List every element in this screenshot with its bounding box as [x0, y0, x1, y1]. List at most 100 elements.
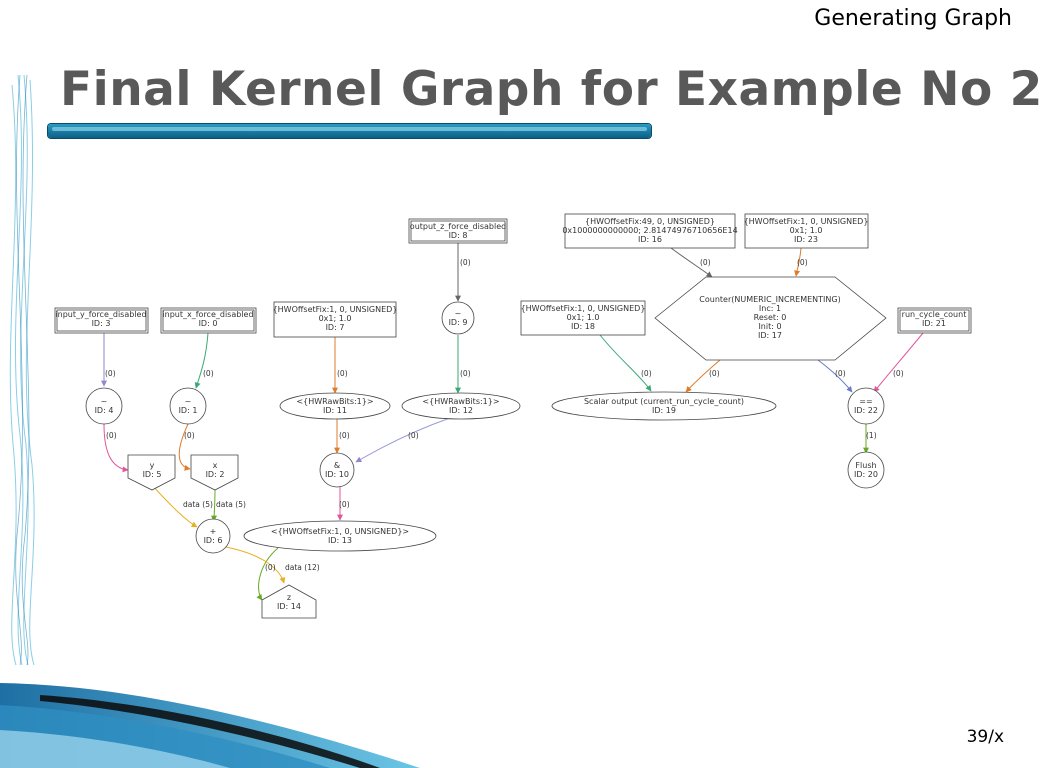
edge-17-22 [817, 359, 853, 393]
node-19-id: ID: 19 [652, 406, 676, 415]
node-16-type: {HWOffsetFix:49, 0, UNSIGNED} [585, 217, 715, 226]
edge-2-6 [211, 487, 218, 522]
node-4-id: ID: 4 [95, 406, 114, 415]
page-number: 39/x [966, 727, 1004, 747]
node-20 [847, 451, 885, 489]
edge-label-9-12: (0) [460, 369, 471, 378]
node-17-label: Counter(NUMERIC_INCREMENTING) [699, 295, 840, 304]
node-20-label: Flush [855, 461, 876, 470]
edge-5-6 [151, 484, 198, 528]
node-18 [520, 300, 646, 336]
node-22 [847, 387, 885, 425]
node-18-type: {HWOffsetFix:1, 0, UNSIGNED} [521, 304, 646, 313]
edge-label-13-14: (0) [265, 563, 276, 572]
edge-6-14 [225, 546, 286, 584]
node-2-id: ID: 2 [206, 470, 225, 479]
node-22-op: == [859, 397, 872, 406]
edge-1-2 [178, 423, 191, 471]
node-4 [85, 387, 123, 425]
edge-13-14 [256, 547, 279, 601]
node-7-id: ID: 7 [326, 323, 345, 332]
edge-17-19 [685, 359, 721, 393]
edge-label-17-19: (0) [709, 369, 720, 378]
node-18-value: 0x1; 1.0 [567, 313, 600, 322]
node-11 [279, 392, 391, 420]
node-17-reset: Reset: 0 [754, 313, 787, 322]
node-7 [273, 301, 397, 338]
node-2 [190, 454, 239, 491]
edge-16-17 [670, 247, 713, 278]
section-label: Generating Graph [814, 6, 1012, 31]
node-3-label: input_y_force_disabled [55, 310, 146, 319]
node-5 [127, 454, 176, 491]
node-4-op: ~ [101, 397, 108, 406]
node-9-op: ~ [455, 309, 462, 318]
edge-label-16-17: (0) [700, 258, 711, 267]
edge-label-7-11: (0) [337, 369, 348, 378]
node-23 [744, 213, 869, 249]
node-18-id: ID: 18 [571, 322, 595, 331]
slide-title: Final Kernel Graph for Example No 2 [60, 62, 1043, 117]
node-8-label: output_z_force_disabled [410, 222, 506, 231]
node-19-label: Scalar output (current_run_cycle_count) [584, 397, 744, 406]
node-13-id: ID: 13 [328, 536, 352, 545]
node-17-init: Init: 0 [758, 322, 781, 331]
node-9 [441, 301, 475, 335]
bottom-decoration-swoosh [0, 683, 420, 768]
node-0 [160, 307, 257, 334]
edge-0-1 [194, 332, 209, 389]
edge-4-5 [103, 423, 129, 473]
node-6-id: ID: 6 [204, 536, 223, 545]
node-9-id: ID: 9 [449, 318, 468, 327]
edge-label-8-9: (0) [460, 258, 471, 267]
edge-label-0-1: (0) [203, 369, 214, 378]
node-1-op: ~ [185, 397, 192, 406]
node-23-type: {HWOffsetFix:1, 0, UNSIGNED} [744, 217, 869, 226]
node-0-id: ID: 0 [199, 319, 218, 328]
node-14 [261, 584, 317, 619]
edge-label-6-14: data (12) [285, 563, 320, 572]
node-11-label: <{HWRawBits:1}> [296, 397, 373, 406]
edge-label-17-22: (0) [835, 369, 846, 378]
node-21 [897, 307, 972, 334]
node-21-label: run_cycle_count [902, 310, 967, 319]
node-21-id: ID: 21 [922, 319, 946, 328]
node-12-id: ID: 12 [449, 406, 473, 415]
node-5-label: y [150, 461, 155, 470]
edge-label-23-17: (0) [797, 258, 808, 267]
edge-label-4-5: (0) [106, 431, 117, 440]
node-6 [195, 518, 231, 554]
edge-label-5-6: data (5) [183, 500, 213, 509]
title-underline-highlight [52, 127, 647, 131]
node-10-id: ID: 10 [325, 470, 349, 479]
edge-label-22-20: (1) [866, 431, 877, 440]
edge-label-12-10: (0) [408, 431, 419, 440]
edge-label-10-13: (0) [339, 500, 350, 509]
node-12 [401, 392, 521, 420]
edge-23-17 [794, 247, 802, 277]
node-1-id: ID: 1 [179, 406, 198, 415]
node-2-label: x [213, 461, 218, 470]
node-5-id: ID: 5 [143, 470, 162, 479]
node-1 [169, 387, 207, 425]
node-23-value: 0x1; 1.0 [790, 226, 823, 235]
node-6-op: + [210, 527, 217, 536]
node-23-id: ID: 23 [794, 235, 818, 244]
node-12-label: <{HWRawBits:1}> [422, 397, 499, 406]
edge-12-10 [355, 417, 451, 463]
edge-label-21-22: (0) [893, 369, 904, 378]
node-7-value: 0x1; 1.0 [319, 314, 352, 323]
node-16-value: 0x1000000000000; 2.81474976710656E14 [562, 226, 737, 235]
node-16-id: ID: 16 [638, 235, 662, 244]
node-3 [54, 307, 149, 334]
node-7-type: {HWOffsetFix:1, 0, UNSIGNED} [273, 305, 398, 314]
node-17 [654, 276, 887, 361]
edge-label-11-10: (0) [339, 431, 350, 440]
node-3-id: ID: 3 [92, 319, 111, 328]
node-0-label: input_x_force_disabled [162, 310, 253, 319]
edge-21-22 [873, 332, 924, 393]
node-8 [408, 218, 508, 244]
node-13-label: <{HWOffsetFix:1, 0, UNSIGNED}> [271, 527, 409, 536]
edge-label-18-19: (0) [641, 369, 652, 378]
